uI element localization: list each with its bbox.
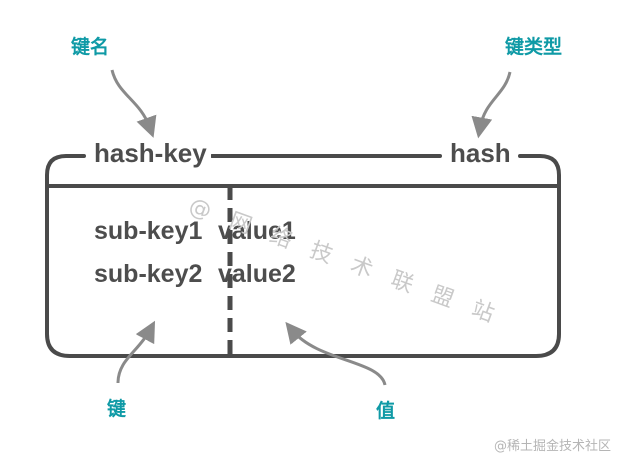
label-key-name: 键名	[71, 36, 110, 58]
arrow-field-value	[285, 321, 387, 386]
arrow-key-type	[471, 71, 512, 139]
row-2-key: sub-key2	[94, 260, 203, 288]
arrow-field-key	[116, 320, 156, 384]
row-1-key: sub-key1	[94, 217, 203, 245]
row-1-value: value1	[218, 217, 296, 245]
label-field-key: 键	[107, 398, 127, 420]
row-2-value: value2	[218, 260, 296, 288]
arrow-key-name	[110, 69, 157, 138]
label-field-value: 值	[376, 400, 396, 422]
footer-credit: @稀土掘金技术社区	[493, 439, 611, 454]
label-key-type: 键类型	[505, 36, 563, 58]
box-outline	[45, 154, 561, 358]
key-type-value: hash	[446, 140, 515, 166]
key-name-value: hash-key	[90, 140, 211, 166]
